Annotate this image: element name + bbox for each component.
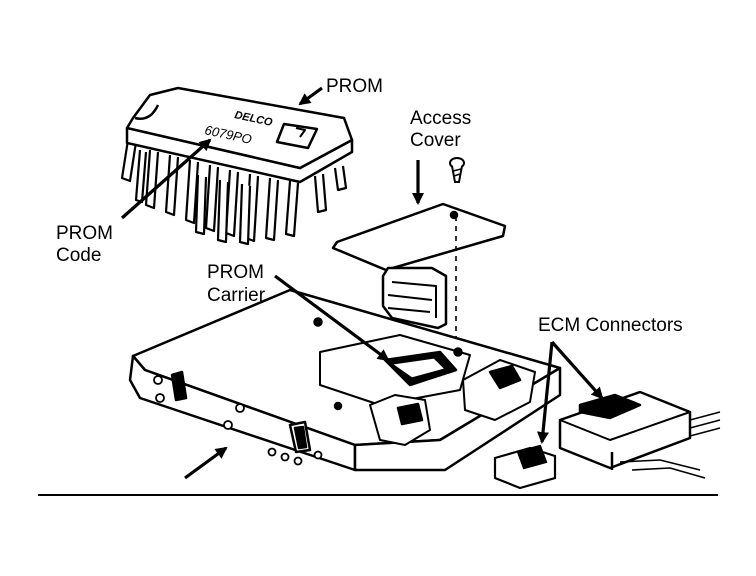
ecm-connector-small <box>493 444 557 490</box>
access-cover <box>331 202 507 272</box>
leader-lines <box>120 86 604 480</box>
label-prom-carrier-line1: PROM <box>207 262 264 283</box>
ecm-module <box>128 288 562 472</box>
label-access-cover-line2: Cover <box>410 130 461 151</box>
prom-arrow <box>298 86 323 106</box>
prom-carrier <box>381 266 448 330</box>
chip-pins <box>120 139 348 246</box>
label-prom-code-line1: PROM <box>56 223 113 244</box>
screw <box>449 157 465 183</box>
prom-carrier-arrow <box>274 274 390 362</box>
label-access-cover-line1: Access <box>410 108 472 129</box>
ecm-connector-plug <box>558 390 721 479</box>
label-ecm-connectors: ECM Connectors <box>538 315 683 336</box>
label-prom-carrier-line2: Carrier <box>207 285 266 306</box>
prom-chip <box>120 86 354 246</box>
label-prom-code-line2: Code <box>56 245 102 266</box>
ecm-arrow-left <box>537 341 554 444</box>
label-prom: PROM <box>326 76 383 97</box>
prom-code-arrow <box>120 138 212 220</box>
ecm-arrow-right <box>550 340 604 400</box>
ecm-front-arrow <box>184 446 228 480</box>
